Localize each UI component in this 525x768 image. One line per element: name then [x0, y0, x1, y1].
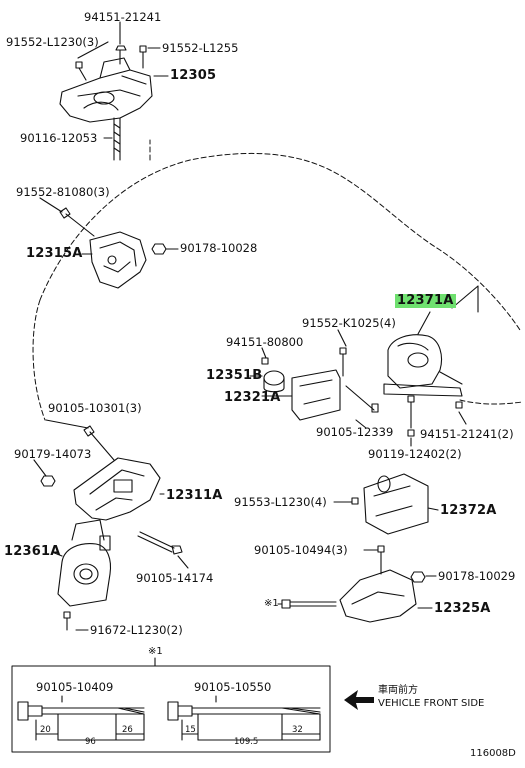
engine-outline	[32, 139, 523, 421]
bracket-12325A-drawing	[277, 545, 437, 623]
label-90116-12053[interactable]: 90116-12053	[20, 131, 98, 145]
label-12351B[interactable]: 12351B	[206, 368, 263, 383]
label-90179-14073[interactable]: 90179-14073	[14, 447, 92, 461]
label-91552-L1230-3-top[interactable]: 91552-L1230(3)	[6, 35, 99, 49]
label-12372A[interactable]: 12372A	[440, 503, 497, 518]
detail-right-bolt-part[interactable]: 90105-10550	[194, 680, 272, 694]
bracket-12315A-drawing	[39, 197, 179, 289]
bolt-90105-14174-drawing	[137, 531, 189, 569]
detail-right-dim-total: 109.5	[234, 737, 259, 747]
label-94151-21241-top[interactable]: 94151-21241	[84, 10, 162, 24]
label-91553-L1230-4[interactable]: 91553-L1230(4)	[234, 495, 327, 509]
detail-left-bolt-part[interactable]: 90105-10409	[36, 680, 114, 694]
label-90178-10029[interactable]: 90178-10029	[438, 569, 516, 583]
front-side-arrow-icon	[344, 690, 374, 710]
label-90105-12339[interactable]: 90105-12339	[316, 425, 394, 439]
front-side-en: VEHICLE FRONT SIDE	[378, 698, 485, 709]
bracket-12311A-drawing	[33, 419, 165, 521]
mount-12305-drawing	[59, 21, 169, 161]
label-91552-K1025-4[interactable]: 91552-K1025(4)	[302, 316, 396, 330]
label-94151-80800[interactable]: 94151-80800	[226, 335, 304, 349]
label-91672-L1230-2[interactable]: 91672-L1230(2)	[90, 623, 183, 637]
front-side-jp: 車両前方	[378, 685, 418, 696]
detail-right-dim-b: 32	[292, 725, 303, 735]
label-12371A-highlighted[interactable]: 12371A	[395, 293, 456, 308]
label-12311A[interactable]: 12311A	[166, 488, 223, 503]
label-90105-10494-3[interactable]: 90105-10494(3)	[254, 543, 348, 557]
label-90119-12402-2[interactable]: 90119-12402(2)	[368, 447, 462, 461]
diagram-code: 116008D	[470, 748, 516, 759]
label-90105-10301-3[interactable]: 90105-10301(3)	[48, 401, 142, 415]
bracket-12372A-drawing	[333, 473, 439, 535]
mount-12371A-drawing	[383, 285, 479, 447]
bracket-12321A-drawing	[249, 329, 379, 429]
label-90178-10028-top[interactable]: 90178-10028	[180, 241, 258, 255]
mount-12361A-drawing	[51, 519, 112, 631]
label-star-1: ※1	[264, 598, 279, 609]
label-12325A[interactable]: 12325A	[434, 601, 491, 616]
label-90105-14174[interactable]: 90105-14174	[136, 571, 214, 585]
detail-marker: ※1	[148, 646, 163, 657]
detail-left-dim-total: 96	[85, 737, 96, 747]
label-12361A[interactable]: 12361A	[4, 544, 61, 559]
detail-left-dim-a: 20	[40, 725, 51, 735]
detail-right-dim-a: 15	[185, 725, 196, 735]
label-12305[interactable]: 12305	[170, 68, 217, 83]
label-94151-21241-2[interactable]: 94151-21241(2)	[420, 427, 514, 441]
label-91552-L1255[interactable]: 91552-L1255	[162, 41, 239, 55]
label-12321A[interactable]: 12321A	[224, 390, 281, 405]
label-91552-81080-3[interactable]: 91552-81080(3)	[16, 185, 110, 199]
detail-box	[11, 657, 331, 753]
label-12315A[interactable]: 12315A	[26, 246, 83, 261]
detail-left-dim-b: 26	[122, 725, 133, 735]
